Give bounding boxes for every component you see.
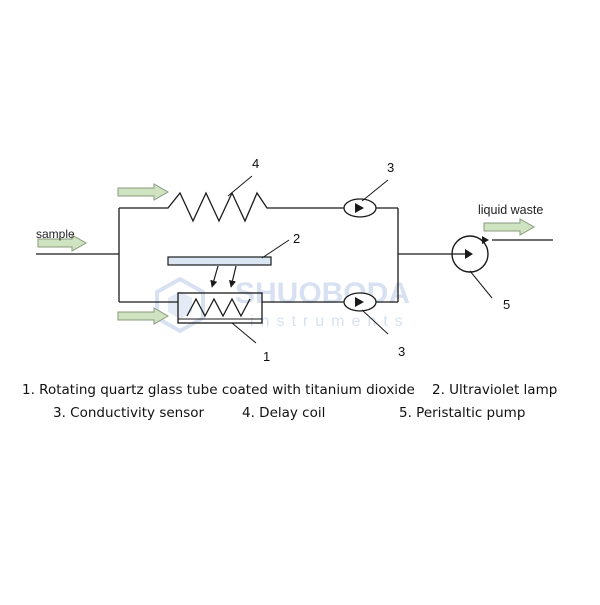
flow-arrow-bottom: [117, 307, 170, 325]
legend-item-5: 5. Peristaltic pump: [399, 405, 526, 421]
flow-arrow-sample: [37, 234, 88, 252]
liquid-waste-label: liquid waste: [478, 203, 543, 217]
quartz-tube-reactor: [177, 292, 263, 324]
flow-arrow-waste: [483, 218, 536, 236]
delay-coil: [119, 191, 344, 223]
flow-arrow-top: [117, 183, 170, 201]
sample-label: sample: [36, 227, 75, 241]
callout-4: 4: [252, 156, 259, 171]
conductivity-sensor-top: [343, 198, 377, 218]
legend-item-4: 4. Delay coil: [242, 405, 326, 421]
uv-light-arrows: [210, 265, 237, 288]
callout-3-bottom: 3: [398, 344, 405, 359]
watermark-brand: SHUOBODA: [235, 277, 410, 310]
callout-3-top: 3: [387, 160, 394, 175]
legend-item-3: 3. Conductivity sensor: [53, 405, 205, 421]
flow-arrows: [37, 183, 536, 325]
callout-5: 5: [503, 297, 510, 312]
legend-item-1: 1. Rotating quartz glass tube coated wit…: [22, 382, 415, 398]
pipe-network: [36, 191, 553, 303]
callout-2: 2: [293, 231, 300, 246]
uv-lamp: [167, 256, 272, 266]
callout-1: 1: [263, 349, 270, 364]
leader-lines: [227, 175, 493, 344]
conductivity-sensor-bottom: [343, 292, 377, 312]
legend-item-2: 2. Ultraviolet lamp: [432, 382, 558, 398]
peristaltic-pump: [447, 235, 489, 273]
watermark-logo: SHUOBODA instruments: [155, 276, 410, 334]
watermark-sub: instruments: [250, 313, 410, 330]
